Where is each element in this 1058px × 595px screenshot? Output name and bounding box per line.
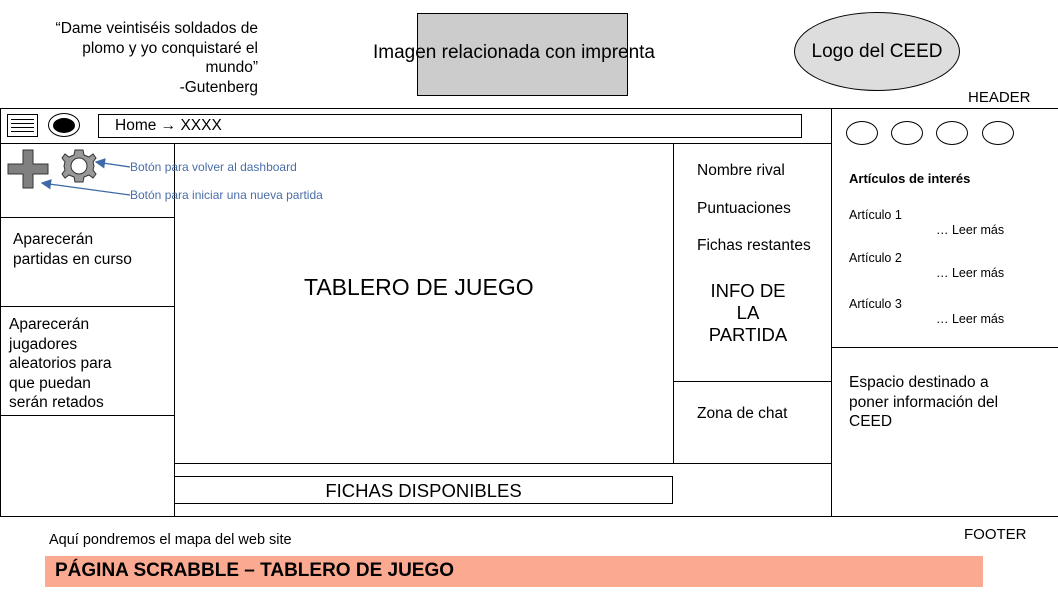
hamburger-menu-icon — [11, 119, 34, 120]
menu-button[interactable] — [7, 114, 38, 137]
article-title-3[interactable]: Artículo 3 — [849, 297, 902, 311]
page-title: PÁGINA SCRABBLE – TABLERO DE JUEGO — [55, 560, 455, 581]
remaining-tiles: Fichas restantes — [697, 237, 811, 254]
left-divider-2 — [0, 306, 174, 307]
social-circle-1[interactable] — [846, 121, 878, 145]
annotation-arrows — [40, 158, 131, 196]
header-section-label: HEADER — [968, 89, 1031, 106]
plus-icon[interactable] — [6, 148, 52, 190]
left-divider-3 — [0, 415, 174, 416]
dashboard-annotation: Botón para volver al dashboard — [130, 160, 297, 174]
article-read-more-1[interactable]: … Leer más — [936, 223, 1005, 237]
board-bottom-divider — [174, 463, 831, 464]
info-column-divider — [673, 143, 674, 463]
ceed-info-panel: Espacio destinado a poner información de… — [849, 374, 999, 430]
game-board-label: TABLERO DE JUEGO — [304, 274, 534, 300]
article-read-more-2[interactable]: … Leer más — [936, 266, 1005, 280]
game-info-label: INFO DE LA PARTIDA — [708, 280, 788, 345]
header-quote: “Dame veintiséis soldados de plomo y yo … — [55, 20, 258, 96]
logo-label: Logo del CEED — [811, 40, 943, 62]
random-players-panel: Aparecerán jugadores aleatorios para que… — [9, 316, 112, 411]
chat-divider — [673, 381, 831, 382]
record-circle-icon — [53, 117, 75, 133]
article-read-more-3[interactable]: … Leer más — [936, 312, 1005, 326]
left-border — [0, 108, 1, 517]
new-game-annotation: Botón para iniciar una nueva partida — [130, 188, 323, 202]
print-image-placeholder — [417, 13, 628, 96]
article-title-2[interactable]: Artículo 2 — [849, 251, 902, 265]
left-divider-1 — [0, 217, 174, 218]
social-circle-3[interactable] — [936, 121, 968, 145]
available-tiles-bar[interactable]: FICHAS DISPONIBLES — [174, 476, 673, 504]
breadcrumb[interactable]: Home → XXXX — [98, 114, 802, 138]
gear-icon[interactable] — [59, 148, 99, 184]
footer-section-label: FOOTER — [964, 526, 1027, 543]
footer-divider — [0, 516, 1058, 517]
chat-zone[interactable]: Zona de chat — [697, 405, 788, 422]
ceed-logo[interactable]: Logo del CEED — [794, 12, 960, 91]
games-in-progress-panel: Aparecerán partidas en curso — [13, 231, 132, 268]
left-column-divider — [174, 143, 175, 517]
page-title-band — [45, 556, 983, 587]
scores: Puntuaciones — [697, 200, 791, 217]
right-sidebar-divider — [831, 347, 1058, 348]
article-title-1[interactable]: Artículo 1 — [849, 208, 902, 222]
sitemap-text: Aquí pondremos el mapa del web site — [49, 532, 292, 548]
print-image-label: Imagen relacionada con imprenta — [373, 42, 656, 63]
right-column-divider — [831, 108, 832, 517]
rival-name: Nombre rival — [697, 162, 785, 179]
record-circle-button[interactable] — [48, 113, 80, 137]
social-circle-4[interactable] — [982, 121, 1014, 145]
header-divider — [0, 108, 1058, 109]
nav-divider — [0, 143, 831, 144]
articles-title: Artículos de interés — [849, 171, 971, 186]
social-circle-2[interactable] — [891, 121, 923, 145]
